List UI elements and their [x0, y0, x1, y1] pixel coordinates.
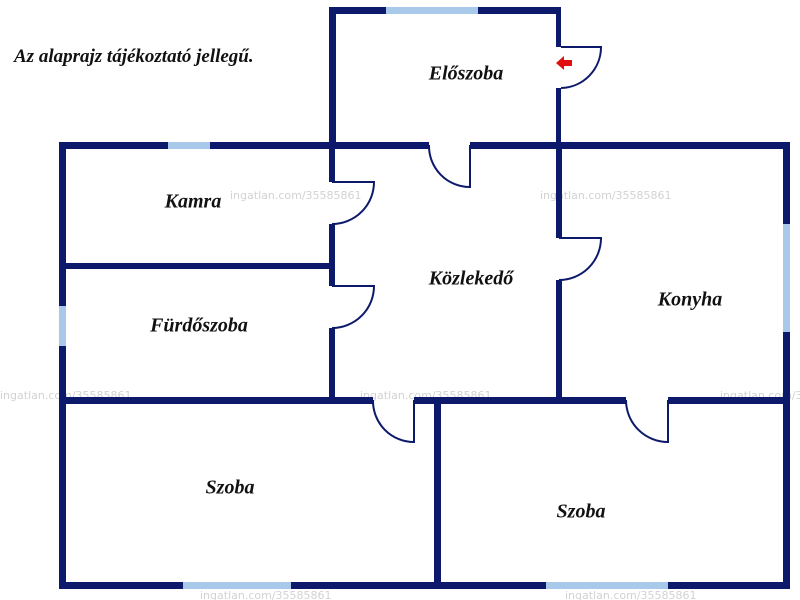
wall [556, 142, 562, 238]
wall [329, 328, 335, 400]
watermark: ingatlan.com/35585861 [565, 589, 697, 600]
room-label-konyha: Konyha [657, 289, 722, 311]
door-swing [331, 181, 376, 225]
wall [329, 7, 336, 145]
watermark: ingatlan.com/35585861 [200, 589, 332, 600]
door-swing [560, 46, 603, 89]
window [386, 7, 478, 14]
wall [329, 224, 335, 286]
wall [59, 397, 373, 404]
door-swing [371, 399, 415, 444]
wall [59, 263, 335, 269]
wall [434, 397, 441, 589]
door-swing [625, 399, 669, 444]
window [168, 142, 210, 149]
wall [556, 280, 562, 400]
wall [783, 332, 790, 589]
wall [210, 142, 429, 149]
wall [470, 142, 790, 149]
door-swing [427, 144, 471, 189]
room-label-kamra: Kamra [164, 191, 222, 213]
watermark: ingatlan.com/35585861 [540, 189, 672, 202]
watermarks: ingatlan.com/35585861 ingatlan.com/35585… [0, 189, 800, 600]
window [783, 224, 790, 332]
wall [59, 142, 66, 306]
door-swing [331, 285, 376, 329]
window [546, 582, 668, 589]
wall [59, 346, 66, 589]
wall [668, 582, 790, 589]
wall [291, 582, 546, 589]
wall [668, 397, 790, 404]
windows [59, 7, 790, 589]
watermark: ingatlan.com/35585861 [230, 189, 362, 202]
room-label-kozlekedo: Közlekedő [428, 268, 515, 290]
door-swing [558, 237, 603, 281]
window [183, 582, 291, 589]
doors [331, 46, 669, 444]
entrance-arrow-icon [556, 56, 572, 70]
room-label-furdoszoba: Fürdőszoba [149, 315, 248, 337]
room-label-szoba: Szoba [557, 501, 606, 523]
room-label-szoba: Szoba [206, 477, 255, 499]
wall [329, 7, 386, 14]
wall [783, 142, 790, 224]
wall [414, 397, 626, 404]
wall [59, 582, 183, 589]
wall [556, 88, 561, 145]
disclaimer-note: Az alaprajz tájékoztató jellegű. [14, 46, 254, 67]
walls [59, 7, 790, 589]
wall [329, 142, 335, 182]
wall [478, 7, 561, 14]
window [59, 306, 66, 346]
room-label-eloszoba: Előszoba [428, 63, 503, 85]
wall [556, 7, 561, 47]
wall [59, 142, 168, 149]
